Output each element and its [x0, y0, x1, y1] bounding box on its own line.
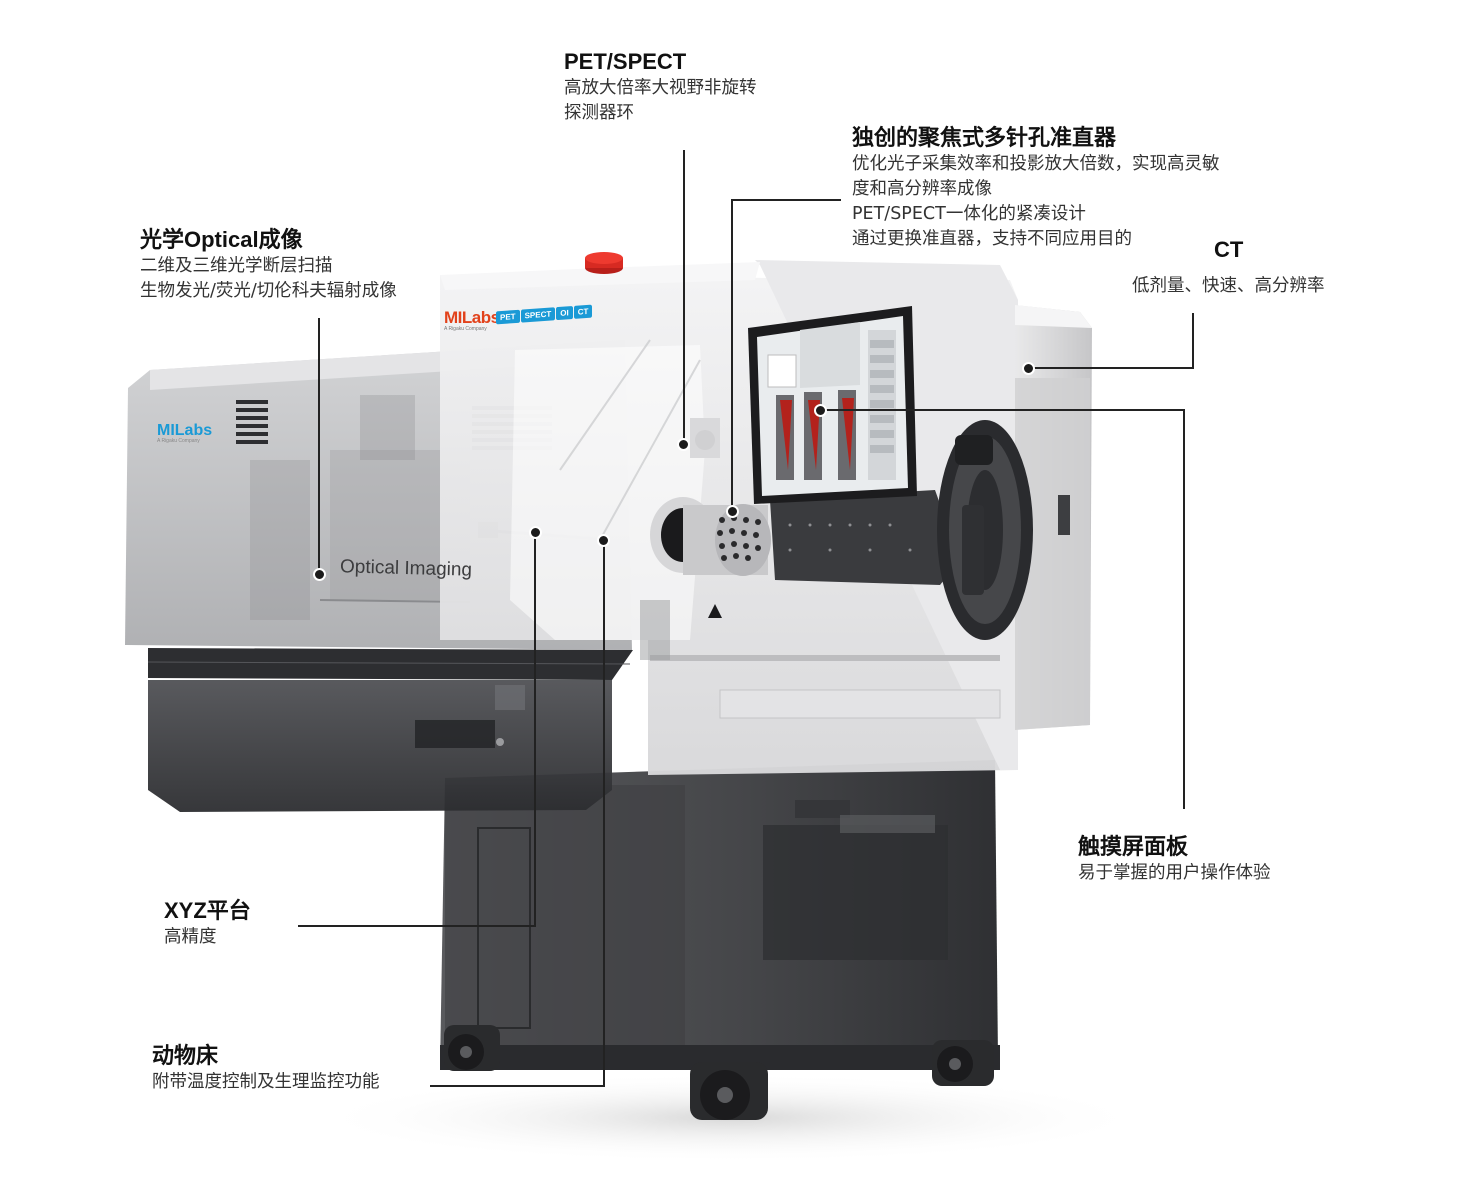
callout-line: 易于掌握的用户操作体验	[1078, 863, 1271, 883]
leader-xyz-h	[298, 925, 536, 927]
callout-ct: CT 低剂量、快速、高分辨率	[1132, 236, 1325, 299]
brand-logo: MILabs A Rigaku Company	[444, 308, 500, 332]
leader-touch-h	[820, 409, 1185, 411]
brand-logo-sub: A Rigaku Company	[444, 326, 487, 332]
leader-bed-v	[603, 540, 605, 1087]
callout-pet-spect: PET/SPECT 高放大倍率大视野非旋转 探测器环	[564, 48, 757, 126]
leader-bed-h	[430, 1085, 605, 1087]
callout-line: 生物发光/荧光/切伦科夫辐射成像	[140, 281, 397, 301]
callout-title: 独创的聚焦式多针孔准直器	[852, 125, 1117, 150]
leader-collimator-dot	[726, 505, 739, 518]
callout-line: 度和高分辨率成像	[852, 179, 992, 199]
callout-title: PET/SPECT	[564, 49, 687, 74]
leader-xyz-v	[534, 532, 536, 927]
callout-line: 低剂量、快速、高分辨率	[1132, 276, 1325, 296]
callout-collimator: 独创的聚焦式多针孔准直器 优化光子采集效率和投影放大倍数，实现高灵敏 度和高分辨…	[852, 124, 1220, 252]
leader-xyz-dot	[529, 526, 542, 539]
leader-pet	[683, 150, 685, 445]
brand-badge: PET	[496, 309, 520, 325]
callout-line: 高精度	[164, 927, 217, 947]
leader-ct-dot	[1022, 362, 1035, 375]
callout-optical: 光学Optical成像 二维及三维光学断层扫描 生物发光/荧光/切伦科夫辐射成像	[140, 226, 397, 304]
optical-imaging-label: Optical Imaging	[339, 556, 473, 581]
brand-logo-text: MILabs	[444, 308, 500, 327]
brand-badge: OI	[556, 306, 573, 321]
callout-line: 高放大倍率大视野非旋转	[564, 78, 757, 98]
callout-line: 二维及三维光学断层扫描	[140, 256, 333, 276]
callout-touch-screen: 触摸屏面板 易于掌握的用户操作体验	[1078, 833, 1271, 886]
leader-collimator-v	[731, 199, 733, 511]
leader-ct-v	[1192, 313, 1194, 369]
callout-title: XYZ平台	[164, 898, 251, 923]
leader-optical-dot	[313, 568, 326, 581]
callout-xyz-stage: XYZ平台 高精度	[164, 897, 251, 950]
callout-line: 探测器环	[564, 103, 634, 123]
leader-optical	[318, 318, 320, 576]
callout-line: 通过更换准直器，支持不同应用目的	[852, 229, 1132, 249]
left-logo-sub: A Rigaku Company	[157, 438, 200, 444]
callout-title: CT	[1214, 237, 1244, 262]
leader-pet-dot	[677, 438, 690, 451]
leader-touch-dot	[814, 404, 827, 417]
brand-badge: SPECT	[520, 307, 556, 323]
callout-title: 光学Optical成像	[140, 227, 303, 252]
brand-badge: CT	[573, 304, 593, 319]
left-logo-text: MILabs	[157, 422, 213, 439]
leader-ct-h	[1030, 367, 1194, 369]
callout-animal-bed: 动物床 附带温度控制及生理监控功能	[152, 1042, 380, 1095]
callout-title: 触摸屏面板	[1078, 834, 1189, 859]
leader-bed-dot	[597, 534, 610, 547]
callout-title: 动物床	[152, 1043, 219, 1068]
callout-line: 优化光子采集效率和投影放大倍数，实现高灵敏	[852, 154, 1220, 174]
callout-line: 附带温度控制及生理监控功能	[152, 1072, 380, 1092]
leader-touch-v	[1183, 409, 1185, 809]
leader-collimator-h	[731, 199, 841, 201]
left-module-logo: MILabs A Rigaku Company	[157, 422, 212, 444]
callout-line: PET/SPECT一体化的紧凑设计	[852, 204, 1086, 224]
